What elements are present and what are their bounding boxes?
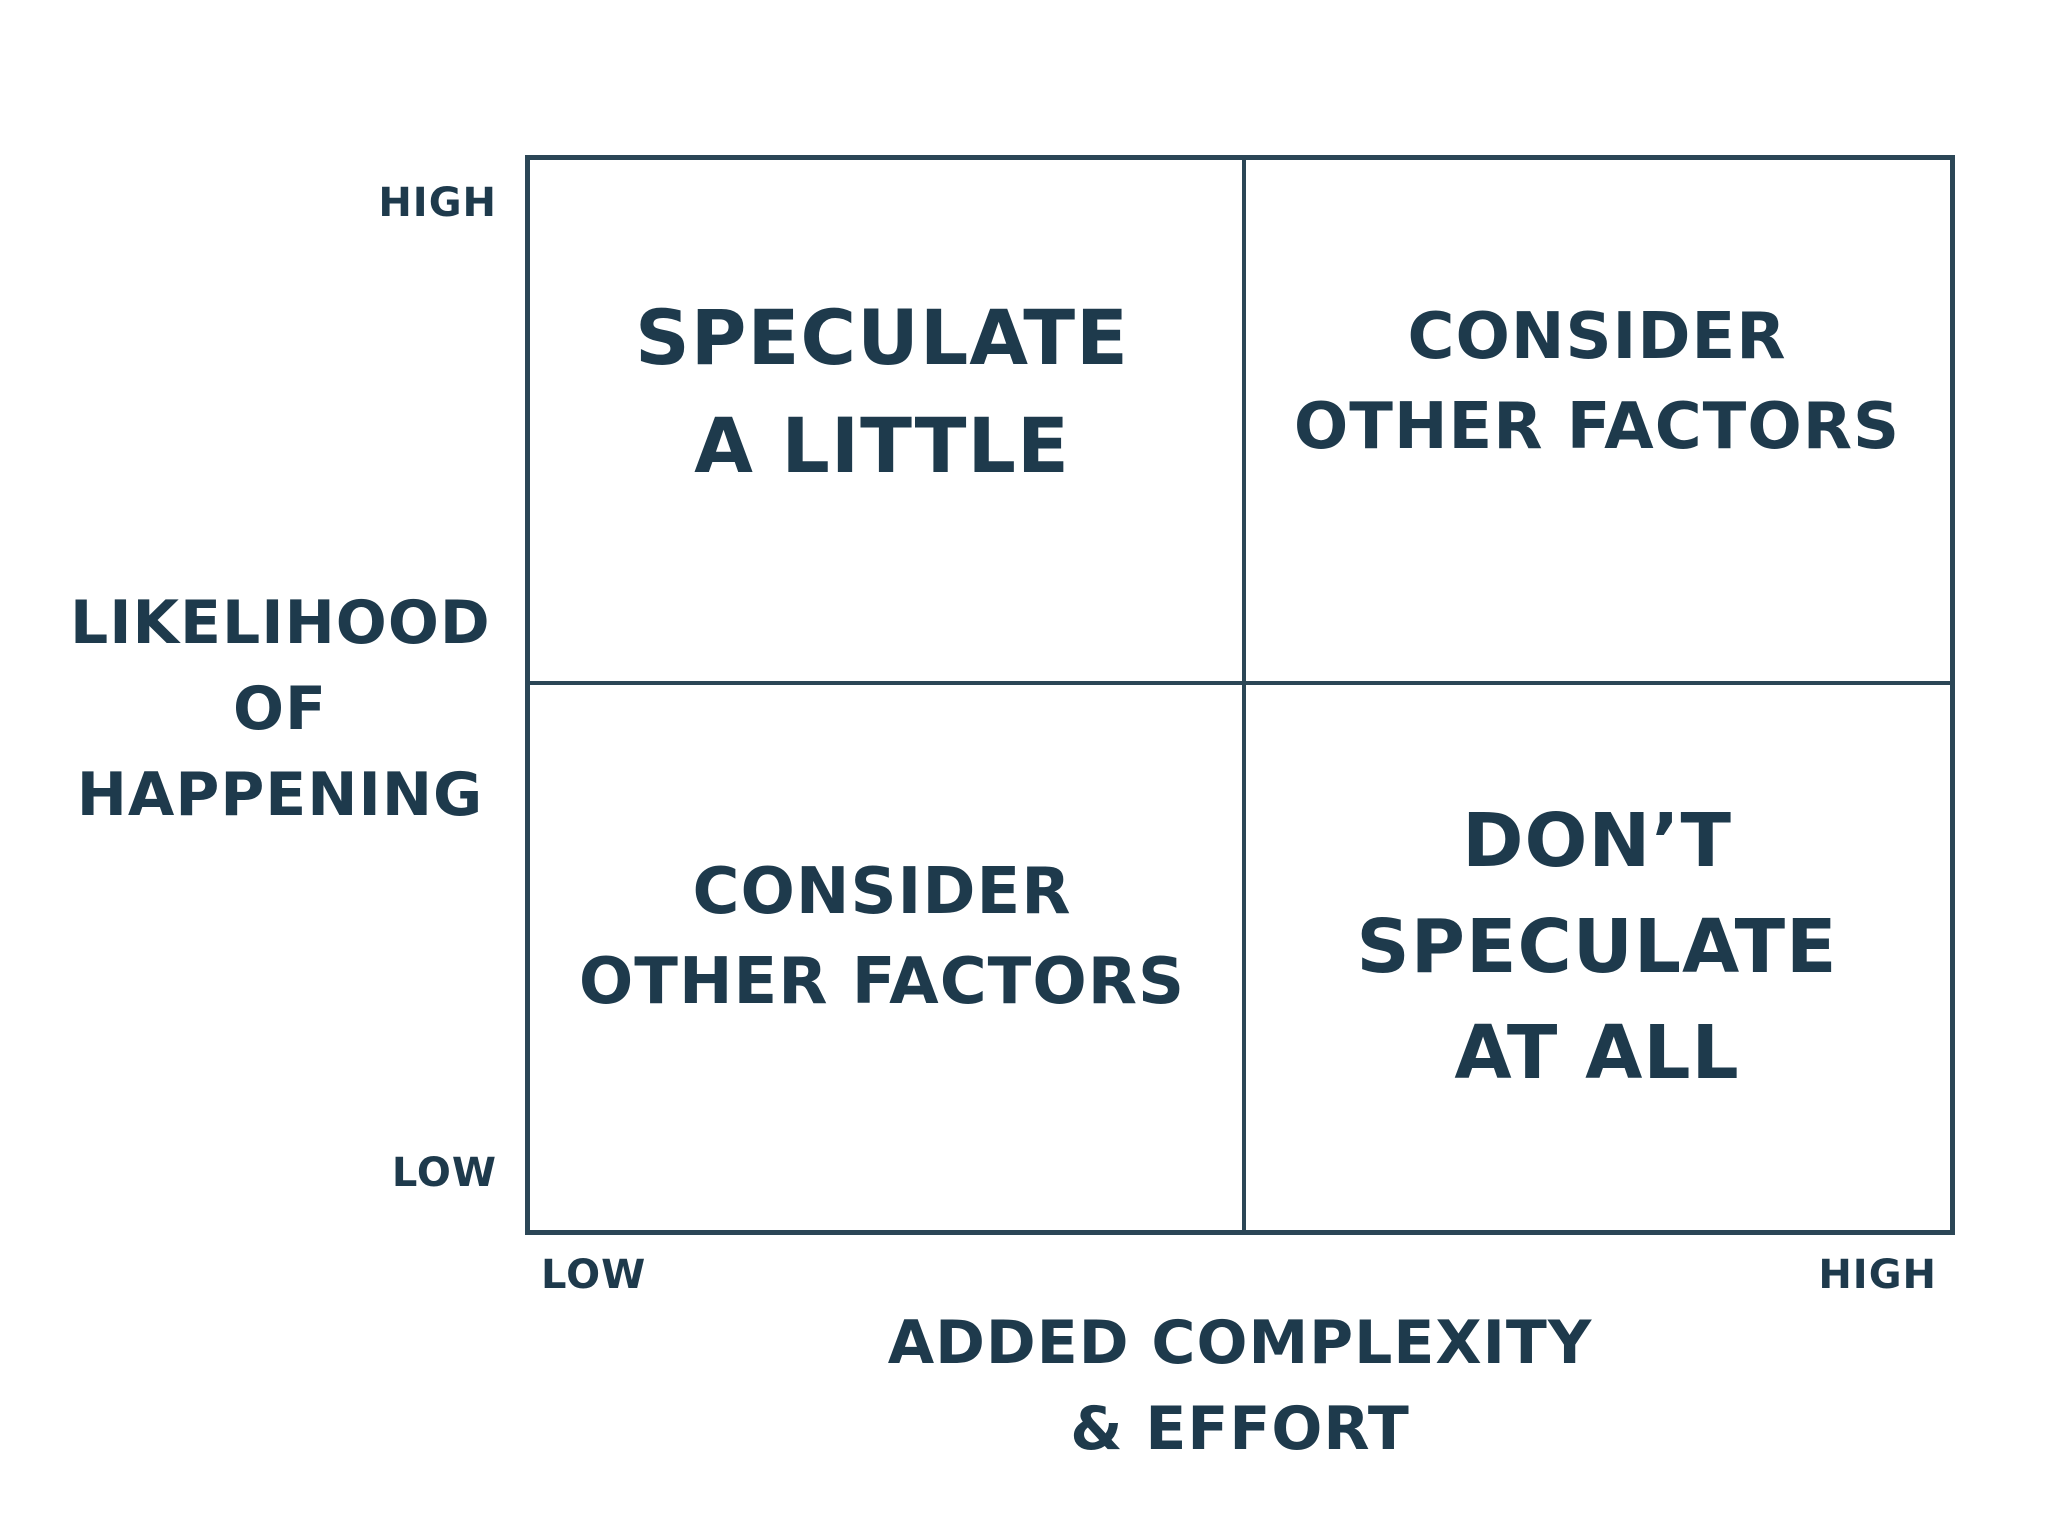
x-axis-label: ADDED COMPLEXITY & EFFORT xyxy=(887,1308,1593,1464)
quadrant-top-right-text: CONSIDER OTHER FACTORS xyxy=(1293,299,1901,464)
y-axis-label: LIKELIHOOD OF HAPPENING xyxy=(70,588,491,830)
horizontal-divider xyxy=(530,681,1950,685)
quadrant-bottom-left: CONSIDER OTHER FACTORS xyxy=(525,678,1239,1235)
quadrant-bottom-left-text: CONSIDER OTHER FACTORS xyxy=(578,854,1186,1019)
matrix-grid xyxy=(525,155,1955,1235)
quadrant-top-right: CONSIDER OTHER FACTORS xyxy=(1239,155,1955,678)
y-axis-low-tick: LOW xyxy=(391,1150,497,1196)
quadrant-bottom-right-text: DON’T SPECULATE AT ALL xyxy=(1356,797,1838,1096)
y-axis-high-tick: HIGH xyxy=(378,180,497,226)
x-axis-low-tick: LOW xyxy=(541,1252,647,1298)
quadrant-top-left-text: SPECULATE A LITTLE xyxy=(635,292,1129,490)
vertical-divider xyxy=(1242,160,1246,1230)
quadrant-bottom-right: DON’T SPECULATE AT ALL xyxy=(1239,678,1955,1235)
quadrant-top-left: SPECULATE A LITTLE xyxy=(525,155,1239,678)
x-axis-high-tick: HIGH xyxy=(1818,1252,1937,1298)
